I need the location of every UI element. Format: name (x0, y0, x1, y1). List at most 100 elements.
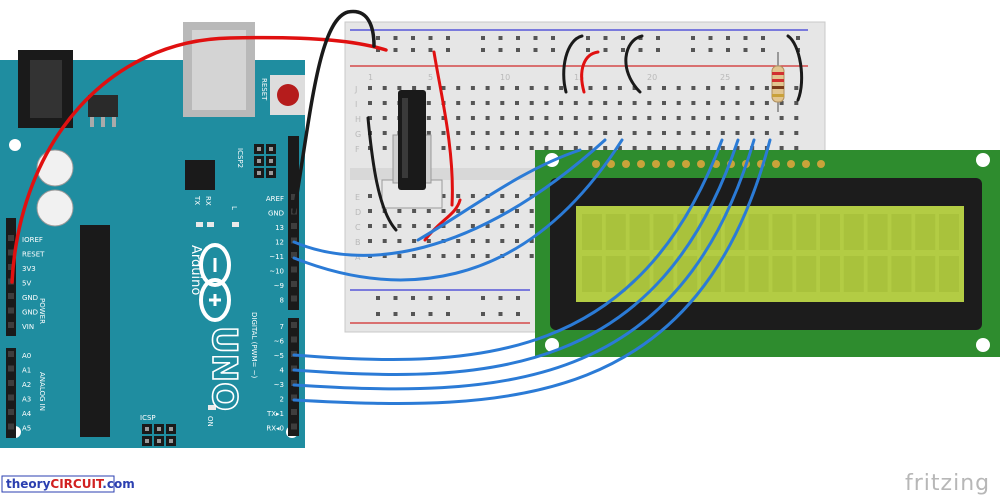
pin-label: ~6 (274, 338, 285, 346)
breadboard-hole (794, 116, 799, 120)
lcd-char-cell (820, 214, 840, 250)
breadboard-hole (662, 86, 666, 90)
pin-label: AREF (266, 195, 284, 203)
lcd-char-cell (772, 256, 793, 292)
breadboard-hole (750, 86, 755, 90)
pin-socket (8, 264, 14, 270)
breadboard-hole (676, 86, 681, 90)
breadboard-hole (544, 116, 549, 120)
col-number-5: 5 (428, 73, 433, 82)
breadboard-hole (647, 131, 652, 135)
digital-label: DIGITAL (PWM= ~) (250, 312, 258, 378)
breadboard-hole (735, 86, 740, 90)
rail-hole (726, 48, 730, 52)
breadboard-hole (764, 86, 769, 90)
potentiometer (381, 90, 443, 209)
pin-label: VIN (22, 323, 34, 331)
header-pin-core (157, 439, 161, 443)
pin-label: 4 (280, 367, 285, 375)
breadboard-hole (382, 224, 387, 228)
breadboard-hole (485, 254, 490, 258)
breadboard-hole (750, 131, 755, 135)
rail-hole (533, 36, 538, 40)
breadboard-hole (529, 116, 534, 120)
breadboard-hole (779, 146, 784, 150)
breadboard-hole (470, 101, 475, 105)
breadboard-hole (735, 116, 740, 120)
rail-hole (428, 36, 433, 40)
header-pin-core (269, 147, 273, 151)
rail-hole (376, 296, 380, 300)
breadboard-hole (515, 254, 519, 258)
rail-hole (446, 48, 450, 52)
pin-label: A3 (22, 396, 31, 404)
breadboard-hole (632, 101, 637, 105)
rail-hole (446, 312, 450, 316)
pin-socket (8, 307, 14, 314)
lcd-pin (622, 160, 630, 168)
breadboard-hole (794, 86, 799, 90)
pin-label: 7 (280, 323, 284, 331)
breadboard-hole (662, 131, 666, 135)
svg-text:theoryCIRCUIT.com: theoryCIRCUIT.com (6, 477, 135, 491)
rail-hole (516, 36, 520, 40)
pin-label: IOREF (22, 236, 43, 244)
breadboard-hole (368, 194, 372, 198)
rail-hole (481, 36, 485, 40)
breadboard-hole (470, 239, 475, 243)
breadboard-hole (720, 86, 725, 90)
rail-hole (481, 48, 485, 52)
rail-hole (446, 296, 450, 300)
pin-label: A1 (22, 367, 31, 375)
breadboard-hole (529, 254, 534, 258)
pin-label: 2 (280, 396, 284, 404)
fritzing-logo: fritzing (905, 471, 990, 496)
on-label: ON (206, 416, 214, 427)
breadboard-hole (382, 101, 387, 105)
breadboard-hole (794, 131, 799, 135)
breadboard-hole (485, 224, 490, 228)
rail-hole (411, 296, 415, 300)
row-letter-f: F (355, 145, 360, 154)
lcd-char-cell (843, 256, 864, 292)
icsp2-label: ICSP2 (236, 148, 244, 168)
pin-socket (291, 336, 297, 343)
site-credit: theoryCIRCUIT.com (1, 475, 135, 493)
rail-hole (743, 36, 748, 40)
rail-hole (411, 312, 415, 316)
col-number-10: 10 (500, 73, 510, 82)
rail-hole (691, 48, 695, 52)
breadboard-hole (441, 146, 446, 150)
rail-hole (428, 296, 433, 300)
lcd-pin (652, 160, 660, 168)
breadboard-hole (397, 224, 402, 228)
rail-hole (516, 312, 520, 316)
pin-socket (8, 409, 14, 415)
breadboard-hole (603, 86, 608, 90)
breadboard-hole (470, 86, 475, 90)
breadboard-hole (632, 146, 637, 150)
breadboard-hole (691, 116, 696, 120)
rail-hole (393, 296, 398, 300)
breadboard-hole (764, 131, 769, 135)
pin-socket (291, 423, 297, 430)
rail-hole (708, 36, 713, 40)
breadboard-hole (617, 86, 622, 90)
lcd-char-cell (891, 256, 912, 292)
pin-socket (8, 235, 14, 241)
rail-hole (761, 48, 765, 52)
row-letter-b: B (355, 238, 361, 247)
breadboard-hole (794, 101, 799, 105)
row-letter-e: E (355, 193, 360, 202)
breadboard-hole (529, 239, 534, 243)
pin-label: A2 (22, 381, 31, 389)
pin-label: RX◂0 (266, 425, 284, 433)
breadboard-hole (779, 131, 784, 135)
breadboard-hole (441, 116, 446, 120)
breadboard-hole (485, 101, 490, 105)
breadboard-hole (426, 86, 431, 90)
rail-hole (708, 48, 713, 52)
breadboard-hole (794, 146, 799, 150)
lcd-char-cell (796, 214, 817, 250)
rail-hole (516, 48, 520, 52)
